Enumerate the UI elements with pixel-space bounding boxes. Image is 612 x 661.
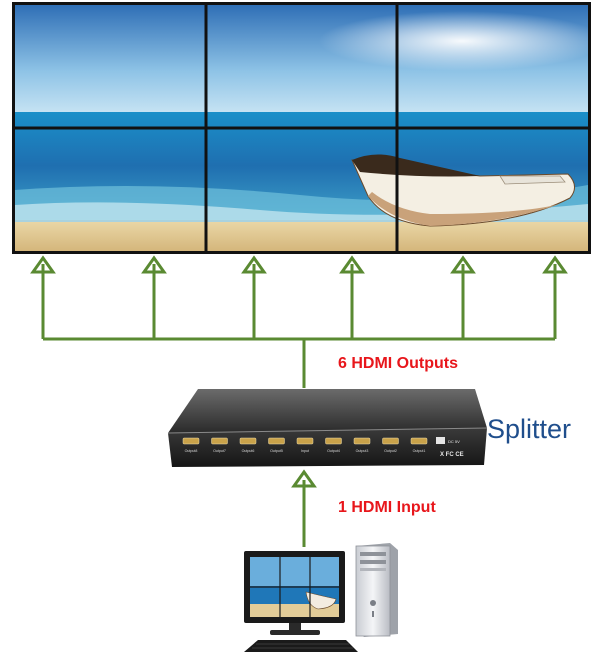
video-wall-grid	[13, 3, 590, 253]
output-arrow-6	[542, 255, 568, 339]
splitter-label: Splitter	[487, 414, 572, 444]
output-arrow-3	[241, 255, 267, 339]
output-arrow-5	[450, 255, 476, 339]
power-label: DC 5V	[448, 439, 460, 444]
hdmi-port	[325, 437, 342, 445]
outputs-label: 6 HDMI Outputs	[338, 355, 458, 372]
keyboard-icon	[244, 640, 358, 652]
hdmi-splitter-icon: Output8 Output7 Output6 Output5 Input Output4…	[167, 389, 488, 467]
output-arrow-4	[339, 255, 365, 339]
cert-marks-logo: X FC CE	[440, 452, 464, 458]
hdmi-port-label: Input	[301, 449, 309, 453]
hdmi-port-label: Output3	[356, 449, 369, 453]
pc-monitor-icon	[244, 551, 345, 635]
dc-power-jack	[436, 437, 445, 444]
output-arrow-2	[141, 255, 167, 339]
input-label: 1 HDMI Input	[338, 499, 436, 516]
pc-tower-icon	[355, 543, 398, 637]
hdmi-port-label: Output2	[384, 449, 397, 453]
hdmi-port-label: Output7	[213, 449, 226, 453]
hdmi-port-label: Output4	[327, 449, 340, 453]
output-arrow-1	[30, 255, 56, 339]
hdmi-port	[268, 437, 285, 445]
hdmi-port	[296, 437, 314, 445]
hdmi-port	[182, 437, 200, 445]
power-button-icon	[370, 600, 376, 606]
hdmi-port-label: Output8	[185, 449, 198, 453]
hdmi-port	[382, 437, 399, 445]
hdmi-port	[211, 437, 228, 445]
input-arrow	[291, 469, 317, 547]
video-wall-image	[15, 5, 588, 251]
output-arrows	[30, 255, 568, 388]
hdmi-port	[239, 437, 257, 445]
splitter-ports: Output8 Output7 Output6 Output5 Input Output4…	[182, 437, 428, 453]
splitter-front	[168, 428, 487, 467]
hdmi-port-label: Output6	[242, 449, 255, 453]
monitor-stand	[270, 630, 320, 635]
hdmi-port	[410, 437, 428, 445]
hdmi-port	[353, 437, 371, 445]
video-wall-icon	[12, 2, 591, 254]
boat-shape	[351, 154, 575, 227]
splitter-top	[168, 389, 487, 433]
hdmi-port-label: Output5	[270, 449, 283, 453]
hdmi-port-label: Output1	[413, 449, 426, 453]
